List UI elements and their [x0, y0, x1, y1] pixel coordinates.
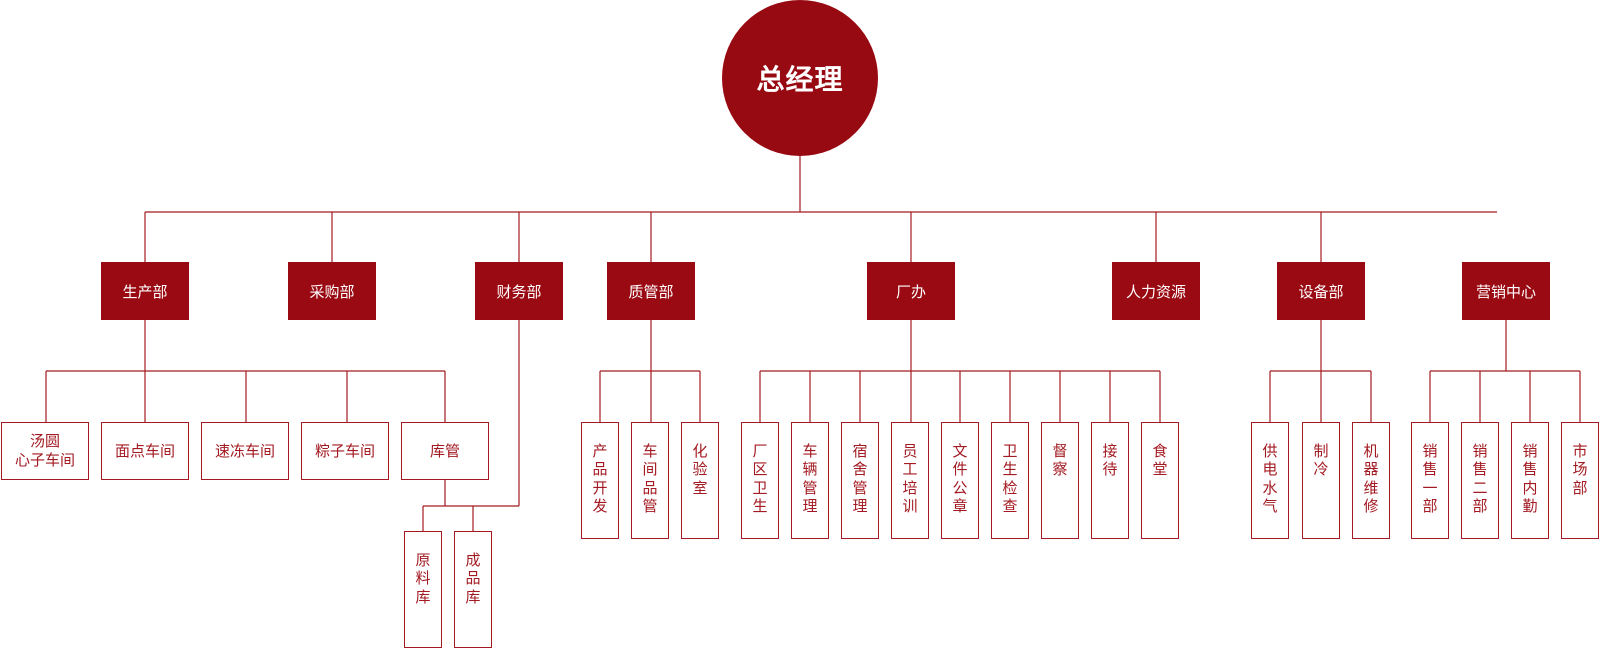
- unit-label: 销售一部: [1422, 442, 1438, 515]
- unit-label: 供电水气: [1262, 442, 1278, 515]
- dept-label: 财务部: [496, 282, 542, 301]
- dept-label: 厂办: [895, 282, 926, 301]
- dept-equipment: 设备部: [1277, 262, 1365, 320]
- dept-label: 设备部: [1298, 282, 1344, 301]
- unit-dormitory-management: 宿舍管理: [841, 422, 879, 539]
- unit-warehouse-management: 库管: [401, 422, 489, 480]
- unit-label: 车间品管: [642, 442, 658, 515]
- dept-factory-office: 厂办: [867, 262, 955, 320]
- unit-label: 产品开发: [592, 442, 608, 515]
- unit-label: 库管: [429, 441, 460, 460]
- dept-human-resources: 人力资源: [1112, 262, 1200, 320]
- dept-marketing: 营销中心: [1462, 262, 1550, 320]
- dept-label: 人力资源: [1125, 282, 1186, 301]
- dept-label: 生产部: [122, 282, 168, 301]
- unit-label: 原料库: [415, 551, 431, 606]
- unit-label: 市场部: [1572, 442, 1588, 497]
- unit-sales-dept-1: 销售一部: [1411, 422, 1449, 539]
- unit-reception: 接待: [1091, 422, 1129, 539]
- unit-product-development: 产品开发: [581, 422, 619, 539]
- unit-label: 销售二部: [1472, 442, 1488, 515]
- dept-finance: 财务部: [475, 262, 563, 320]
- root-node-general-manager: 总经理: [722, 0, 878, 156]
- dept-purchasing: 采购部: [288, 262, 376, 320]
- unit-laboratory: 化验室: [681, 422, 719, 539]
- unit-documents-seals: 文件公章: [941, 422, 979, 539]
- unit-quick-freeze-workshop: 速冻车间: [201, 422, 289, 480]
- root-label: 总经理: [756, 63, 844, 96]
- dept-label: 营销中心: [1475, 282, 1536, 301]
- unit-sales-dept-2: 销售二部: [1461, 422, 1499, 539]
- unit-label: 接待: [1102, 442, 1118, 479]
- unit-label: 宿舍管理: [852, 442, 868, 515]
- unit-label: 粽子车间: [314, 441, 375, 460]
- unit-label: 食堂: [1152, 442, 1168, 479]
- unit-label: 车辆管理: [802, 442, 818, 515]
- unit-staff-training: 员工培训: [891, 422, 929, 539]
- unit-label: 汤圆 心子车间: [14, 432, 75, 469]
- unit-tangyuan-filling-workshop: 汤圆 心子车间: [1, 422, 89, 480]
- unit-canteen: 食堂: [1141, 422, 1179, 539]
- unit-label: 成品库: [465, 551, 481, 606]
- unit-finished-goods-store: 成品库: [454, 531, 492, 648]
- unit-sales-internal: 销售内勤: [1511, 422, 1549, 539]
- unit-label: 销售内勤: [1522, 442, 1538, 515]
- unit-workshop-qc: 车间品管: [631, 422, 669, 539]
- unit-label: 制冷: [1313, 442, 1329, 479]
- unit-label: 机器维修: [1363, 442, 1379, 515]
- unit-label: 文件公章: [952, 442, 968, 515]
- unit-zongzi-workshop: 粽子车间: [301, 422, 389, 480]
- dept-label: 质管部: [628, 282, 674, 301]
- dept-label: 采购部: [309, 282, 355, 301]
- dept-quality: 质管部: [607, 262, 695, 320]
- unit-label: 卫生检查: [1002, 442, 1018, 515]
- dept-production: 生产部: [101, 262, 189, 320]
- unit-raw-material-store: 原料库: [404, 531, 442, 648]
- unit-market-dept: 市场部: [1561, 422, 1599, 539]
- unit-power-water-gas: 供电水气: [1251, 422, 1289, 539]
- unit-refrigeration: 制冷: [1302, 422, 1340, 539]
- unit-plant-sanitation: 厂区卫生: [741, 422, 779, 539]
- unit-label: 督察: [1052, 442, 1068, 479]
- unit-supervision: 督察: [1041, 422, 1079, 539]
- unit-machine-maintenance: 机器维修: [1352, 422, 1390, 539]
- unit-label: 厂区卫生: [752, 442, 768, 515]
- unit-label: 员工培训: [902, 442, 918, 515]
- unit-hygiene-inspection: 卫生检查: [991, 422, 1029, 539]
- unit-vehicle-management: 车辆管理: [791, 422, 829, 539]
- unit-label: 面点车间: [114, 441, 175, 460]
- unit-pastry-workshop: 面点车间: [101, 422, 189, 480]
- unit-label: 速冻车间: [214, 441, 275, 460]
- unit-label: 化验室: [692, 442, 708, 497]
